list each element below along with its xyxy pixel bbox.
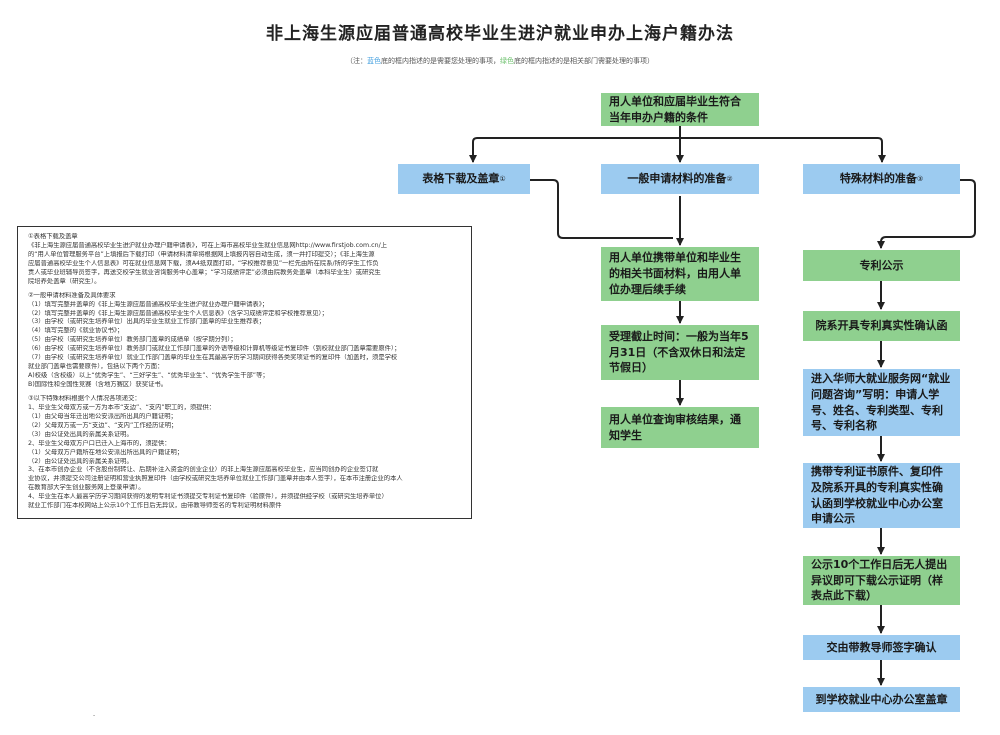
arrow-top-to-right [680,137,886,163]
school-stamp-box: 到学校就业中心办公室盖章 [803,687,960,712]
color-legend-note: （注：蓝色底的框内指述的是需要您处理的事项，绿色底的框内指述的是相关部门需要处理… [0,56,1000,66]
patent-confirm-letter-box: 院系开具专利真实性确认函 [803,311,960,341]
notes-line: （1）父母双方户籍所在地公安派出所出具的户籍证明； [28,448,184,456]
notes-line: 就业工作部门在本校网站上公示10个工作日后无异议，由带教导师签名的专利证明材料原… [28,502,282,510]
notes-line: 2、毕业生父母双方户口已迁入上海市的，须提供： [28,439,171,447]
notes-line: ②一般申请材料准备及具体要求 [28,291,116,299]
notes-line: （1）填写完整并盖章的《非上海生源应届普通高校毕业生进沪就业办理户籍申请表》； [28,300,269,308]
notes-line: （2）由公证处出具的亲属关系证明。 [28,457,133,465]
arrow-left-to-middle [530,179,673,239]
notes-line: （2）填写完整并盖章的《非上海生源应届普通高校毕业生个人信息表》（含学习成绩评定… [28,309,328,317]
instructions-notes-box: ①表格下载及盖章《非上海生源应届普通高校毕业生进沪就业办理户籍申请表》，可在上海… [17,226,472,519]
notes-line: （1）由父母当年迁出地公安派出所出具的户籍证明； [28,412,177,420]
notes-line: 业协议，并须提交公司注册证明和营业执照复印件（由学校或研究生培养单位就业工作部门… [28,475,403,483]
page-title: 非上海生源应届普通高校毕业生进沪就业申办上海户籍办法 [266,24,734,44]
notes-line: B)国际性和全国性竞赛（含地方赛区）获奖证书。 [28,381,168,388]
notes-line: （3）由公证处出具的亲属关系证明。 [28,430,133,438]
deadline-box: 受理截止时间：一般为当年5月31日（不含双休日和法定节假日） [601,325,759,380]
notes-lines: ①表格下载及盖章《非上海生源应届普通高校毕业生进沪就业办理户籍申请表》，可在上海… [28,233,461,511]
notes-line: 1、毕业生父母双方或一方为本市“支边”、“支内”职工的，须提供： [28,403,216,411]
check-result-box: 用人单位查询审核结果，通知学生 [601,407,759,448]
start-conditions-box: 用人单位和应届毕业生符合当年申办户籍的条件 [601,93,759,126]
notes-line: 就业部门盖章也需要原件），包括以下两个方面： [28,363,164,371]
notes-line: 院培养处盖章（研究生）。 [28,277,101,285]
notes-line: A)校级（含校级）以上“优秀学生”、“三好学生”、“优秀毕业生”、“优秀学生干部… [28,372,269,380]
employer-submit-box: 用人单位携带单位和毕业生的相关书面材料，由用人单位办理后续手续 [601,247,759,301]
notes-line: 在教育部大学生创业服务网上登录申请）。 [28,484,145,492]
notes-line: ③以下特殊材料根据个人情况各项递交： [28,394,141,402]
notes-line: （3）由学校（或研究生培养单位）出具的毕业生就业工作部门盖章的毕业生推荐表； [28,318,265,326]
notes-line: （5）由学校（或研究生培养单位）教务部门盖章的成绩单（按学期分列）； [28,336,237,344]
note-suffix: 底的框内指述的是相关部门需要处理的事项） [514,57,654,65]
download-certificate-box[interactable]: 公示10个工作日后无人提出异议即可下载公示证明（样表点此下载） [803,556,960,605]
stray-mark: - [93,712,96,719]
notes-line: （7）由学校（或研究生培养单位）就业工作部门盖章的毕业生在其最高学历学习期间获得… [28,354,398,362]
note-middle: 底的框内指述的是需要您处理的事项， [381,57,500,65]
notes-line: （2）父母双方或一方“支边”、“支内”工作经历证明； [28,421,178,429]
note-green-word: 绿色 [500,57,514,65]
patent-publicity-box: 专利公示 [803,250,960,281]
notes-line: （4）填写完整的《就业协议书》； [28,327,124,335]
note-prefix: （注： [346,57,367,65]
arrow-right-loop [877,179,976,249]
notes-line: 应届普通高校毕业生个人信息表》可在就业信息网下载，须A4纸双面打印，“学校推荐意… [28,259,379,267]
notes-line: 的“用人单位管理服务平台”上填报后下载打印（申请材料清单将根据网上填报内容自动生… [28,250,375,258]
notes-line: 责人或毕业班辅导员签字，再送交校学生就业咨询服务中心盖章；“学习成绩评定”必须由… [28,268,381,276]
notes-line: 3、在本市创办企业（不含股份制转让、后期补注入资金的创业企业）的非上海生源应届高… [28,466,379,474]
note-blue-word: 蓝色 [367,57,381,65]
notes-line: 《非上海生源应届普通高校毕业生进沪就业办理户籍申请表》，可在上海市高校毕业生就业… [28,241,388,249]
notes-line: （6）由学校（或研究生培养单位）教务部门或就业工作部门盖章的外语等级和计算机等级… [28,345,401,353]
notes-line: ①表格下载及盖章 [28,233,78,240]
arrow-top-to-left [469,137,680,163]
supervisor-sign-box: 交由带教导师签字确认 [803,635,960,660]
notes-line: 4、毕业生在本人最高学历学习期间获得的发明专利证书须提交专利证书复印件（验原件）… [28,493,388,501]
apply-publicity-box[interactable]: 携带专利证书原件、复印件及院系开具的专利真实性确认函到学校就业中心办公室申请公示 [803,463,960,528]
consult-online-box[interactable]: 进入华师大就业服务网“就业问题咨询”写明：申请人学号、姓名、专利类型、专利号、专… [803,369,960,436]
